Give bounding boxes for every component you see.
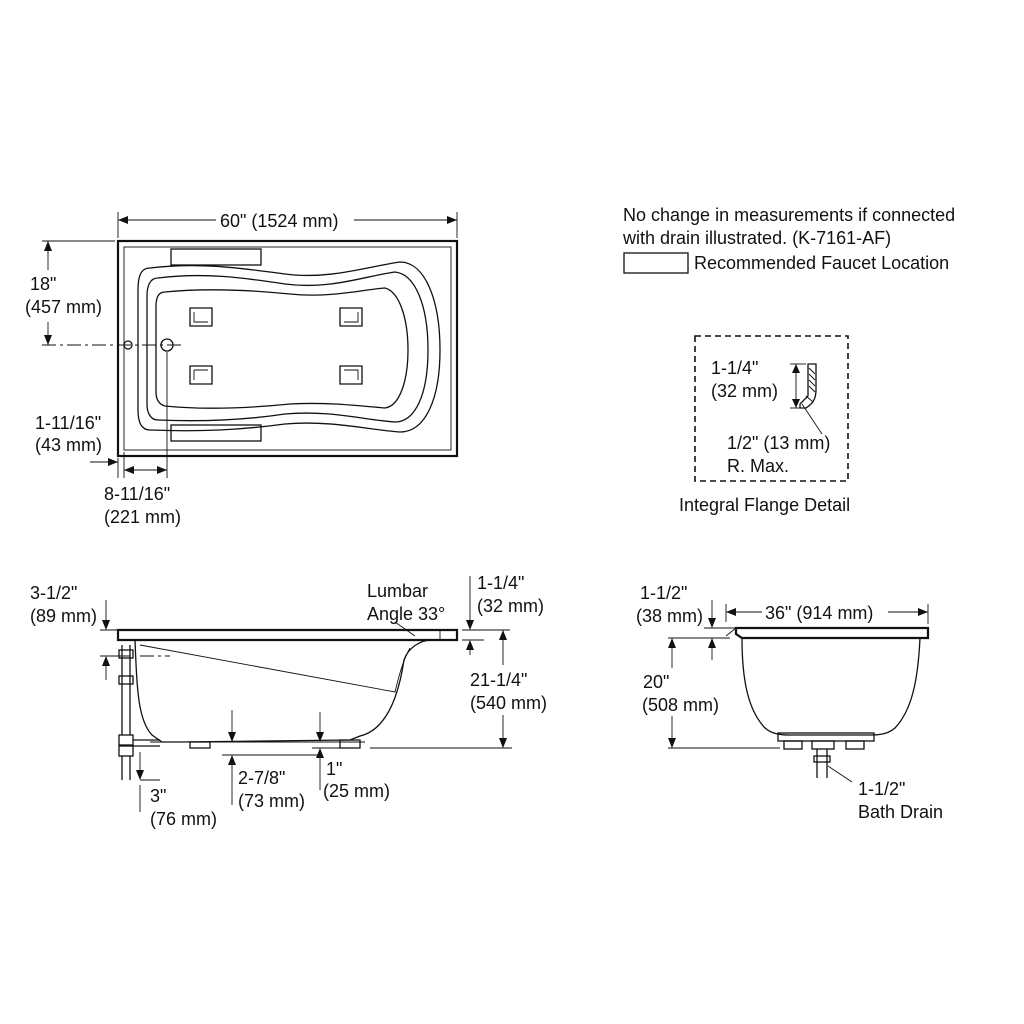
end-drain-assembly bbox=[811, 740, 835, 778]
side-flange-label-2: (32 mm) bbox=[477, 596, 544, 616]
rim-drop-label-2: (89 mm) bbox=[30, 606, 97, 626]
floor-to-bottom-label-1: 2-7/8" bbox=[238, 768, 285, 788]
note-line-2: with drain illustrated. (K-7161-AF) bbox=[622, 228, 891, 248]
rim-edge-label-1: 1-11/16" bbox=[35, 413, 101, 433]
end-flange-label-2: (38 mm) bbox=[636, 606, 703, 626]
bath-drain-label-2: Bath Drain bbox=[858, 802, 943, 822]
plan-outer-rim bbox=[116, 239, 459, 458]
side-tub-body bbox=[134, 639, 433, 743]
end-tub-body bbox=[741, 637, 921, 736]
flange-detail-title: Integral Flange Detail bbox=[679, 495, 850, 515]
side-flange-label-1: 1-1/4" bbox=[477, 573, 524, 593]
flange-detail: 1-1/4" (32 mm) 1/2" (13 mm) R. Max. Inte… bbox=[679, 335, 850, 515]
end-width-label: 36" (914 mm) bbox=[765, 603, 873, 623]
flange-height-label-1: 1-1/4" bbox=[711, 358, 758, 378]
end-base-plate bbox=[777, 732, 875, 742]
foot-label-1: 1" bbox=[326, 759, 342, 779]
rim-drop-label-1: 3-1/2" bbox=[30, 583, 77, 603]
flange-height-label-2: (32 mm) bbox=[711, 381, 778, 401]
drain-from-end-label-2: (221 mm) bbox=[104, 507, 181, 527]
side-view: 3-1/2" (89 mm) Lumbar Angle 33° 1-1/4" (… bbox=[30, 573, 547, 829]
support-foot-2 bbox=[339, 739, 361, 749]
flange-radius-label-1: 1/2" (13 mm) bbox=[727, 433, 830, 453]
basin-floor-contour bbox=[155, 287, 409, 409]
jet-bottom-right bbox=[339, 365, 363, 385]
jet-bottom-left bbox=[189, 365, 213, 385]
floor-to-bottom-label-2: (73 mm) bbox=[238, 791, 305, 811]
flange-radius-label-2: R. Max. bbox=[727, 456, 789, 476]
flange-detail-frame bbox=[694, 335, 849, 482]
end-foot-right bbox=[845, 740, 865, 750]
end-view: 1-1/2" (38 mm) 36" (914 mm) 20" (508 mm)… bbox=[636, 583, 943, 822]
jet-top-right bbox=[339, 307, 363, 327]
faucet-location-bottom bbox=[170, 424, 262, 442]
plan-width-label: 60" (1524 mm) bbox=[220, 211, 338, 231]
lumbar-label-2: Angle 33° bbox=[367, 604, 445, 624]
plan-inner-rim bbox=[123, 246, 452, 451]
end-foot-left bbox=[783, 740, 803, 750]
rim-edge-label-2: (43 mm) bbox=[35, 435, 102, 455]
note-line-1: No change in measurements if connected bbox=[623, 205, 955, 225]
flange-profile bbox=[799, 363, 817, 409]
notes-block: No change in measurements if connected w… bbox=[622, 205, 955, 274]
basin-outer-contour bbox=[137, 261, 441, 433]
drain-offset-label-2: (457 mm) bbox=[25, 297, 102, 317]
faucet-legend-swatch bbox=[623, 252, 689, 274]
end-rim bbox=[734, 626, 930, 640]
jet-top-left bbox=[189, 307, 213, 327]
basin-mid-contour bbox=[146, 271, 429, 423]
end-depth-label-2: (508 mm) bbox=[642, 695, 719, 715]
side-height-label-1: 21-1/4" bbox=[470, 670, 527, 690]
drain-from-end-label-1: 8-11/16" bbox=[104, 484, 170, 504]
drain-offset-label-1: 18" bbox=[30, 274, 56, 294]
side-rim bbox=[116, 628, 459, 642]
bath-drain-label-1: 1-1/2" bbox=[858, 779, 905, 799]
foot-label-2: (25 mm) bbox=[323, 781, 390, 801]
faucet-legend-label: Recommended Faucet Location bbox=[694, 253, 949, 273]
lumbar-label-1: Lumbar bbox=[367, 581, 428, 601]
drain-below-label-2: (76 mm) bbox=[150, 809, 217, 829]
end-depth-label-1: 20" bbox=[643, 672, 669, 692]
plan-view: 60" (1524 mm) 18" (457 mm) 1-11/16" (43 … bbox=[25, 211, 459, 527]
end-flange-label-1: 1-1/2" bbox=[640, 583, 687, 603]
side-backrest-line bbox=[139, 644, 411, 693]
support-foot-1 bbox=[189, 741, 211, 749]
drain-below-label-1: 3" bbox=[150, 786, 166, 806]
faucet-location-top bbox=[170, 248, 262, 266]
side-drain-assembly bbox=[118, 645, 160, 780]
radius-leader bbox=[801, 403, 823, 435]
side-height-label-2: (540 mm) bbox=[470, 693, 547, 713]
